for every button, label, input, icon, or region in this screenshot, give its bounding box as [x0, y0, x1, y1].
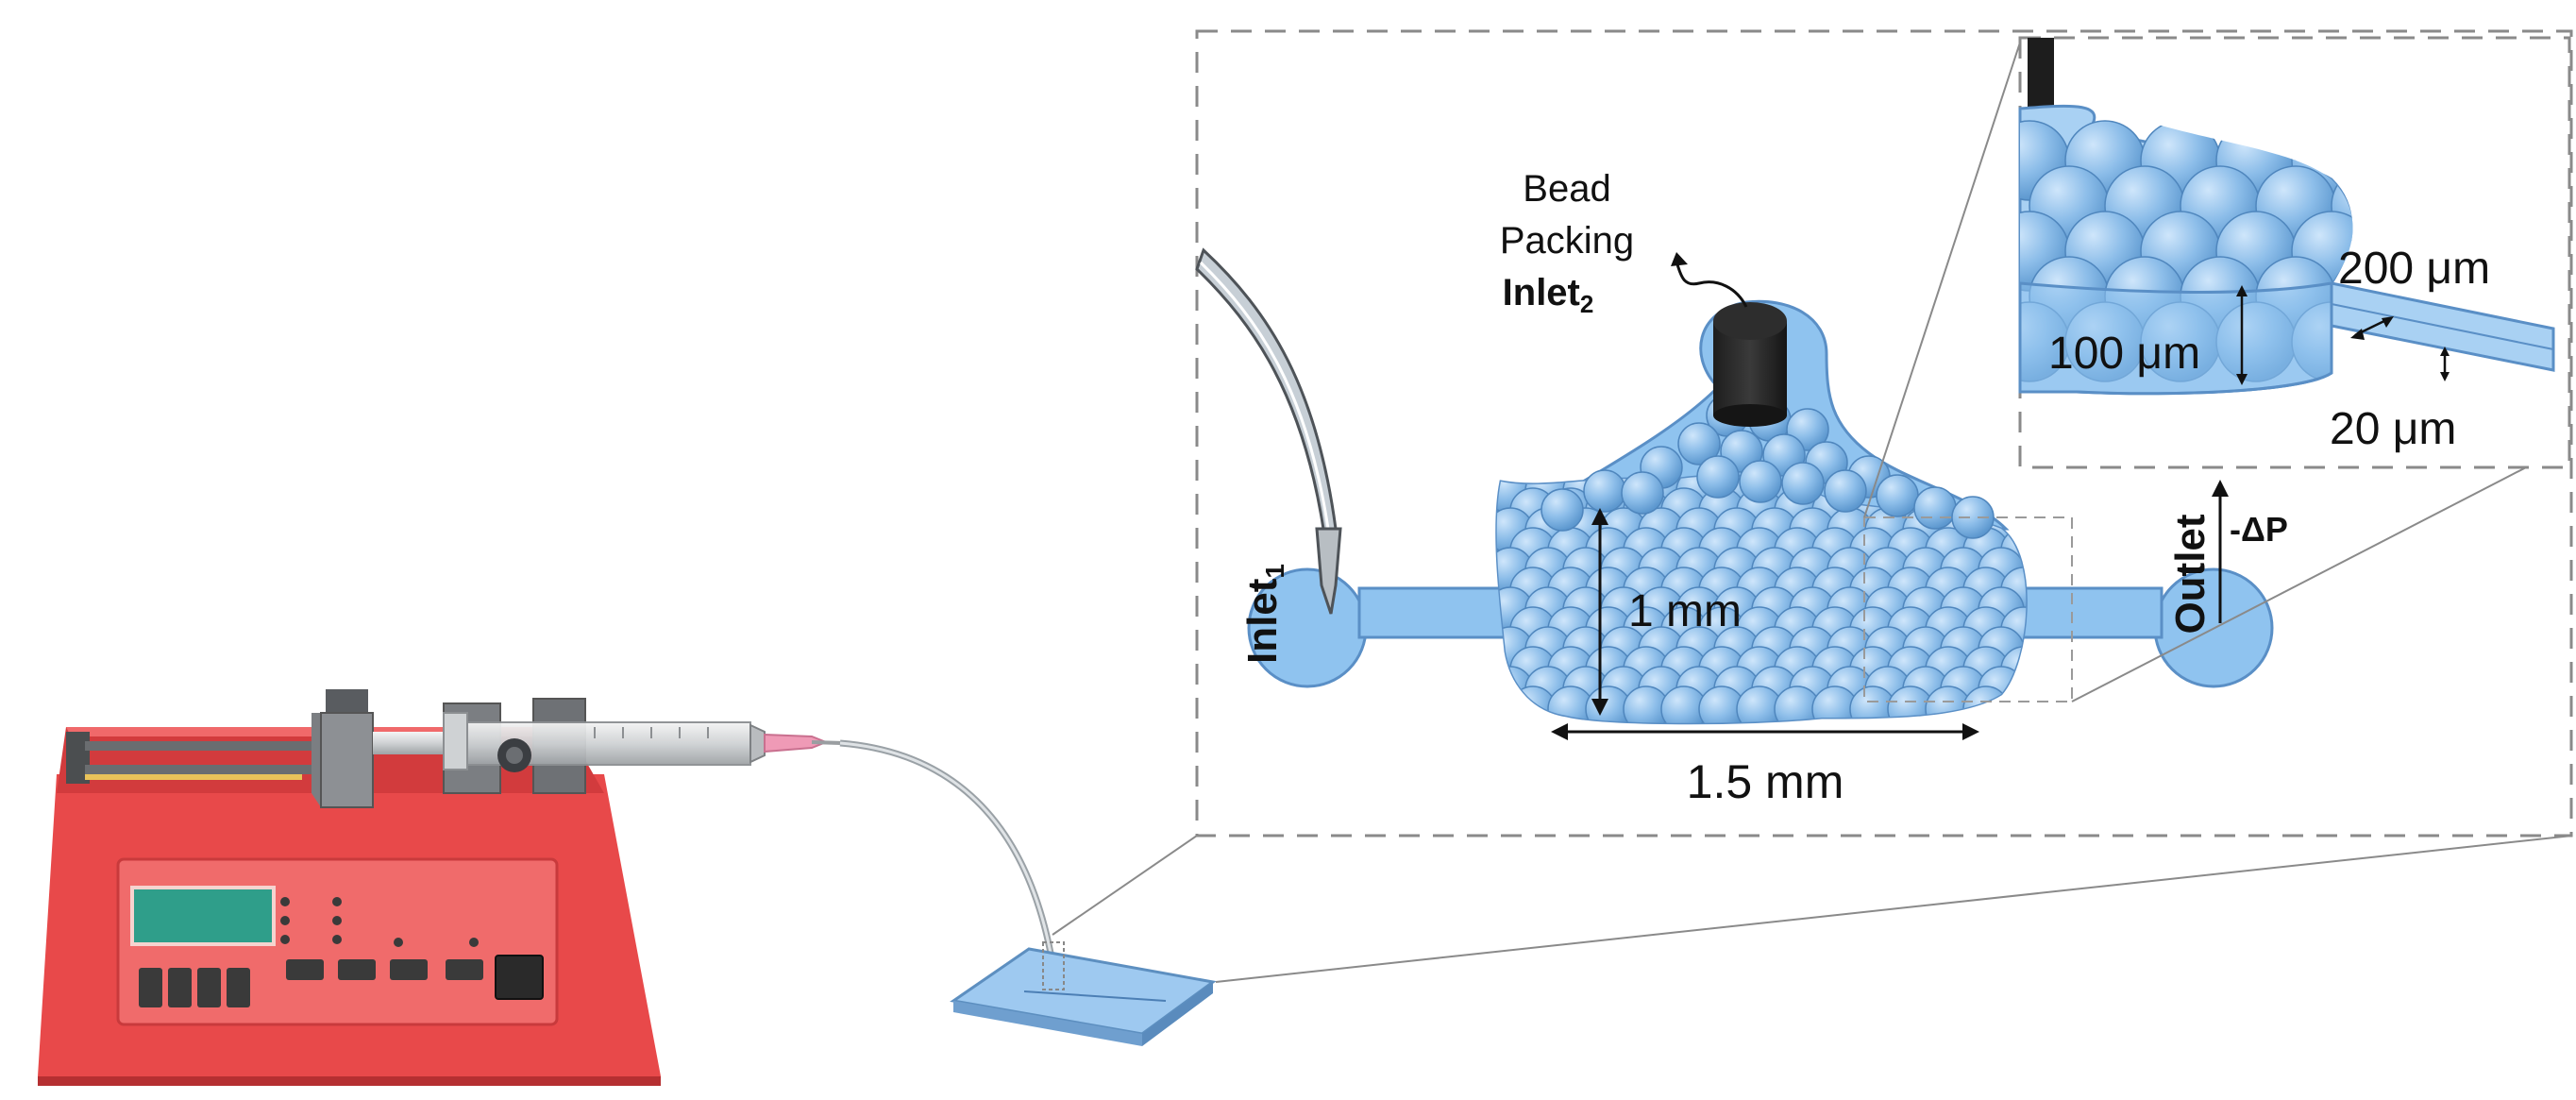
- zoom-line: [1863, 42, 2021, 518]
- label-delta-p: -ΔP: [2230, 510, 2288, 549]
- bead: [1913, 486, 1957, 530]
- microfluidic-chip-icon: [950, 941, 1217, 1046]
- label-1-5mm: 1.5 mm: [1687, 755, 1844, 808]
- syringe-pump-icon: [38, 689, 843, 1086]
- zoom-line: [2071, 465, 2531, 702]
- bead: [1951, 496, 1995, 539]
- label-20um: 20 μm: [2330, 404, 2456, 454]
- pump-indicator-dots: [280, 897, 479, 947]
- bead: [2000, 685, 2027, 723]
- zoom-frame: [1195, 29, 2573, 838]
- zoom-line: [1052, 835, 1198, 936]
- syringe-needle-hub: [764, 733, 829, 753]
- bead: [1621, 471, 1664, 515]
- zoom-line: [1215, 835, 2573, 983]
- label-outlet: Outlet: [2167, 514, 2214, 634]
- label-inlet2: Inlet2: [1503, 272, 1594, 318]
- pump-start-button: [495, 955, 544, 1000]
- bead: [2000, 487, 2027, 534]
- bead-inlet-plug-icon: [1713, 302, 1787, 427]
- label-200um: 200 μm: [2338, 244, 2490, 294]
- bead: [1876, 474, 1919, 517]
- dimension-arrows: [1562, 517, 1968, 734]
- label-packing: Packing: [1500, 220, 1634, 262]
- bead: [1541, 488, 1584, 532]
- label-bead: Bead: [1523, 168, 1610, 210]
- bead: [1583, 469, 1626, 513]
- label-1mm: 1 mm: [1628, 586, 1742, 636]
- curved-arrow: [1674, 259, 1748, 308]
- pump-keypad-buttons: [139, 959, 483, 1007]
- lobe-beads: [1541, 394, 1995, 539]
- svg-text:Inlet1: Inlet1: [1239, 564, 1289, 664]
- label-100um: 100 μm: [2048, 329, 2200, 379]
- inlet-needle-icon: [1195, 247, 1342, 615]
- bead: [1696, 455, 1740, 499]
- bead: [1781, 462, 1825, 505]
- pump-lcd-screen: [130, 886, 276, 946]
- label-inlet1: Inlet1: [1239, 564, 1289, 664]
- bead: [1824, 469, 1867, 513]
- svg-text:Outlet: Outlet: [2167, 514, 2214, 634]
- bead: [1677, 422, 1721, 465]
- bead: [1739, 460, 1782, 503]
- detail-region: [1863, 516, 2073, 702]
